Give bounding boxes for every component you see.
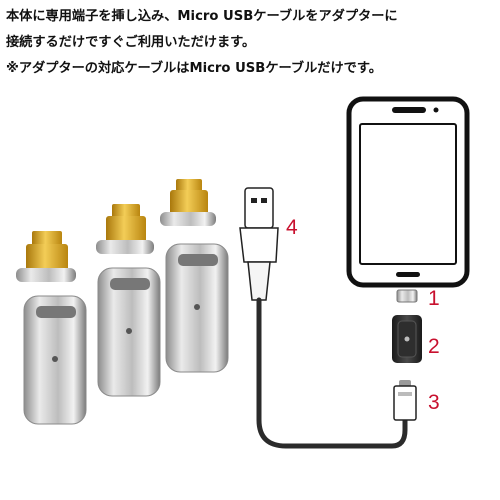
magnetic-tip-middle	[96, 204, 154, 254]
caption: 本体に専用端子を挿し込み、Micro USBケーブルをアダプターに 接続するだけ…	[6, 4, 496, 82]
callout-number-2: 2	[428, 335, 440, 358]
adapter-middle	[97, 267, 161, 397]
callout-number-1: 1	[428, 287, 440, 310]
caption-line-1: 本体に専用端子を挿し込み、Micro USBケーブルをアダプターに	[6, 9, 398, 24]
adapter-left	[23, 295, 87, 425]
micro-usb-plug	[393, 380, 417, 421]
phone-adapter	[392, 289, 422, 363]
smartphone	[346, 96, 470, 288]
magnetic-tip-left	[16, 231, 76, 282]
adapter-right	[165, 243, 229, 373]
caption-line-2: 接続するだけですぐご利用いただけます。	[6, 35, 256, 50]
magnetic-tip-right	[160, 179, 216, 226]
caption-line-3: ※アダプターの対応ケーブルはMicro USBケーブルだけです。	[6, 61, 382, 76]
callout-number-4: 4	[286, 216, 298, 239]
usb-cable	[239, 187, 408, 449]
callout-number-3: 3	[428, 391, 440, 414]
